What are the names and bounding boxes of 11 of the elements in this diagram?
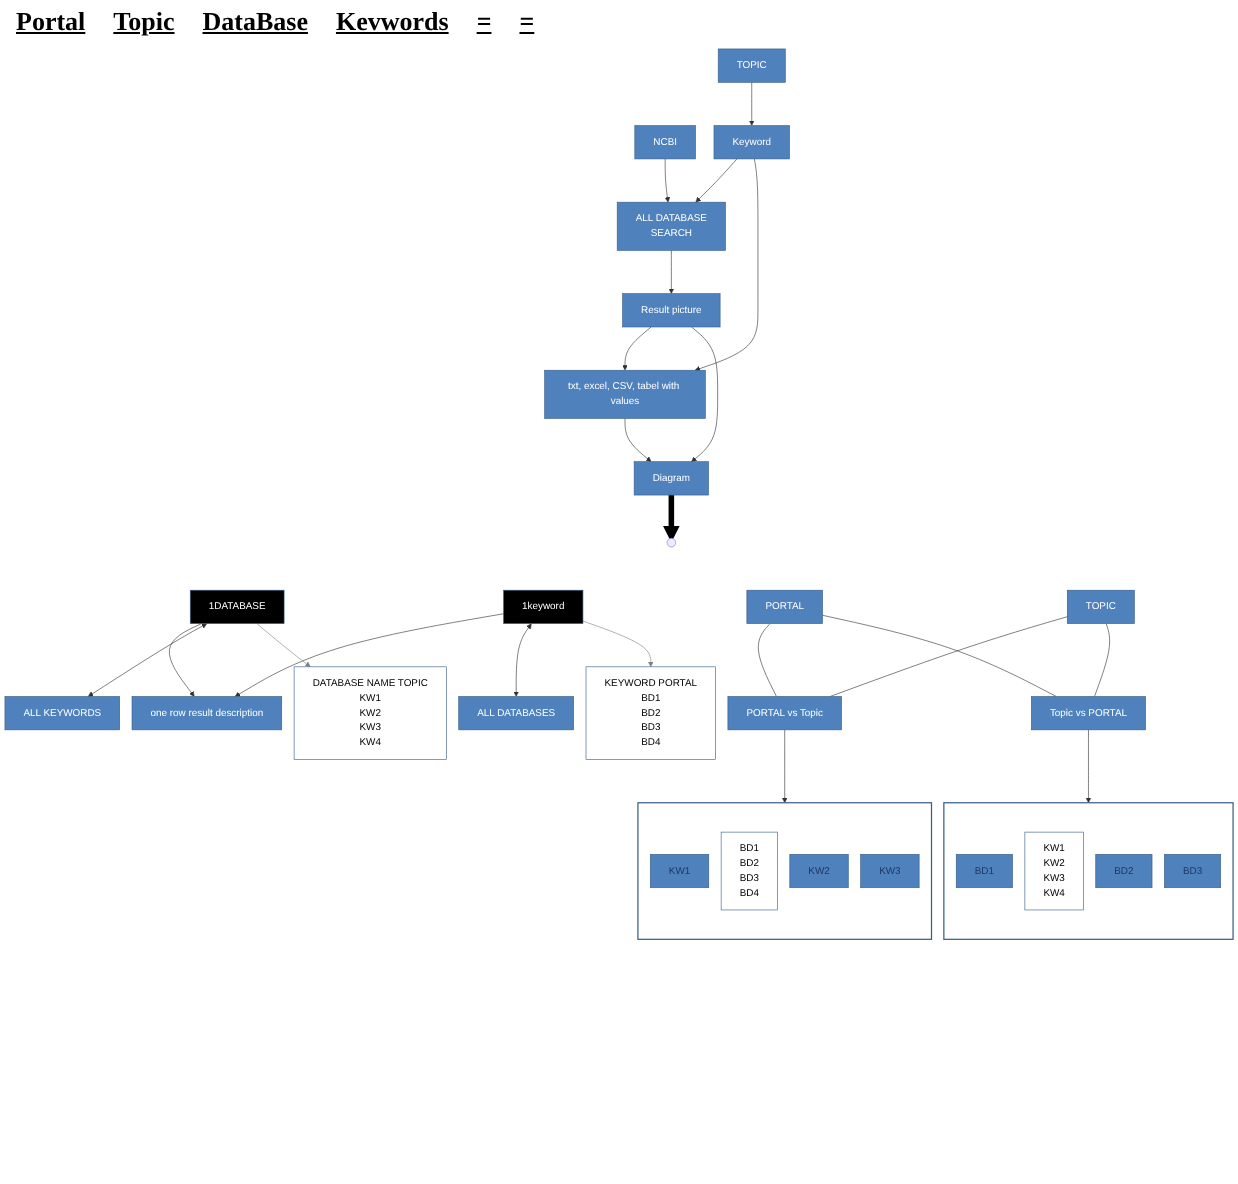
cluster — [943, 802, 1234, 940]
connector — [758, 623, 777, 697]
section-label: = — [476, 6, 492, 38]
section-label: Topic — [113, 6, 175, 38]
connector — [1094, 623, 1110, 697]
cluster — [637, 802, 933, 940]
section-label: DataBase — [202, 6, 308, 38]
section-label: Portal — [16, 6, 86, 38]
section-label: Kevwords — [335, 6, 449, 38]
arrow — [663, 495, 680, 543]
section-label: = — [519, 6, 535, 38]
